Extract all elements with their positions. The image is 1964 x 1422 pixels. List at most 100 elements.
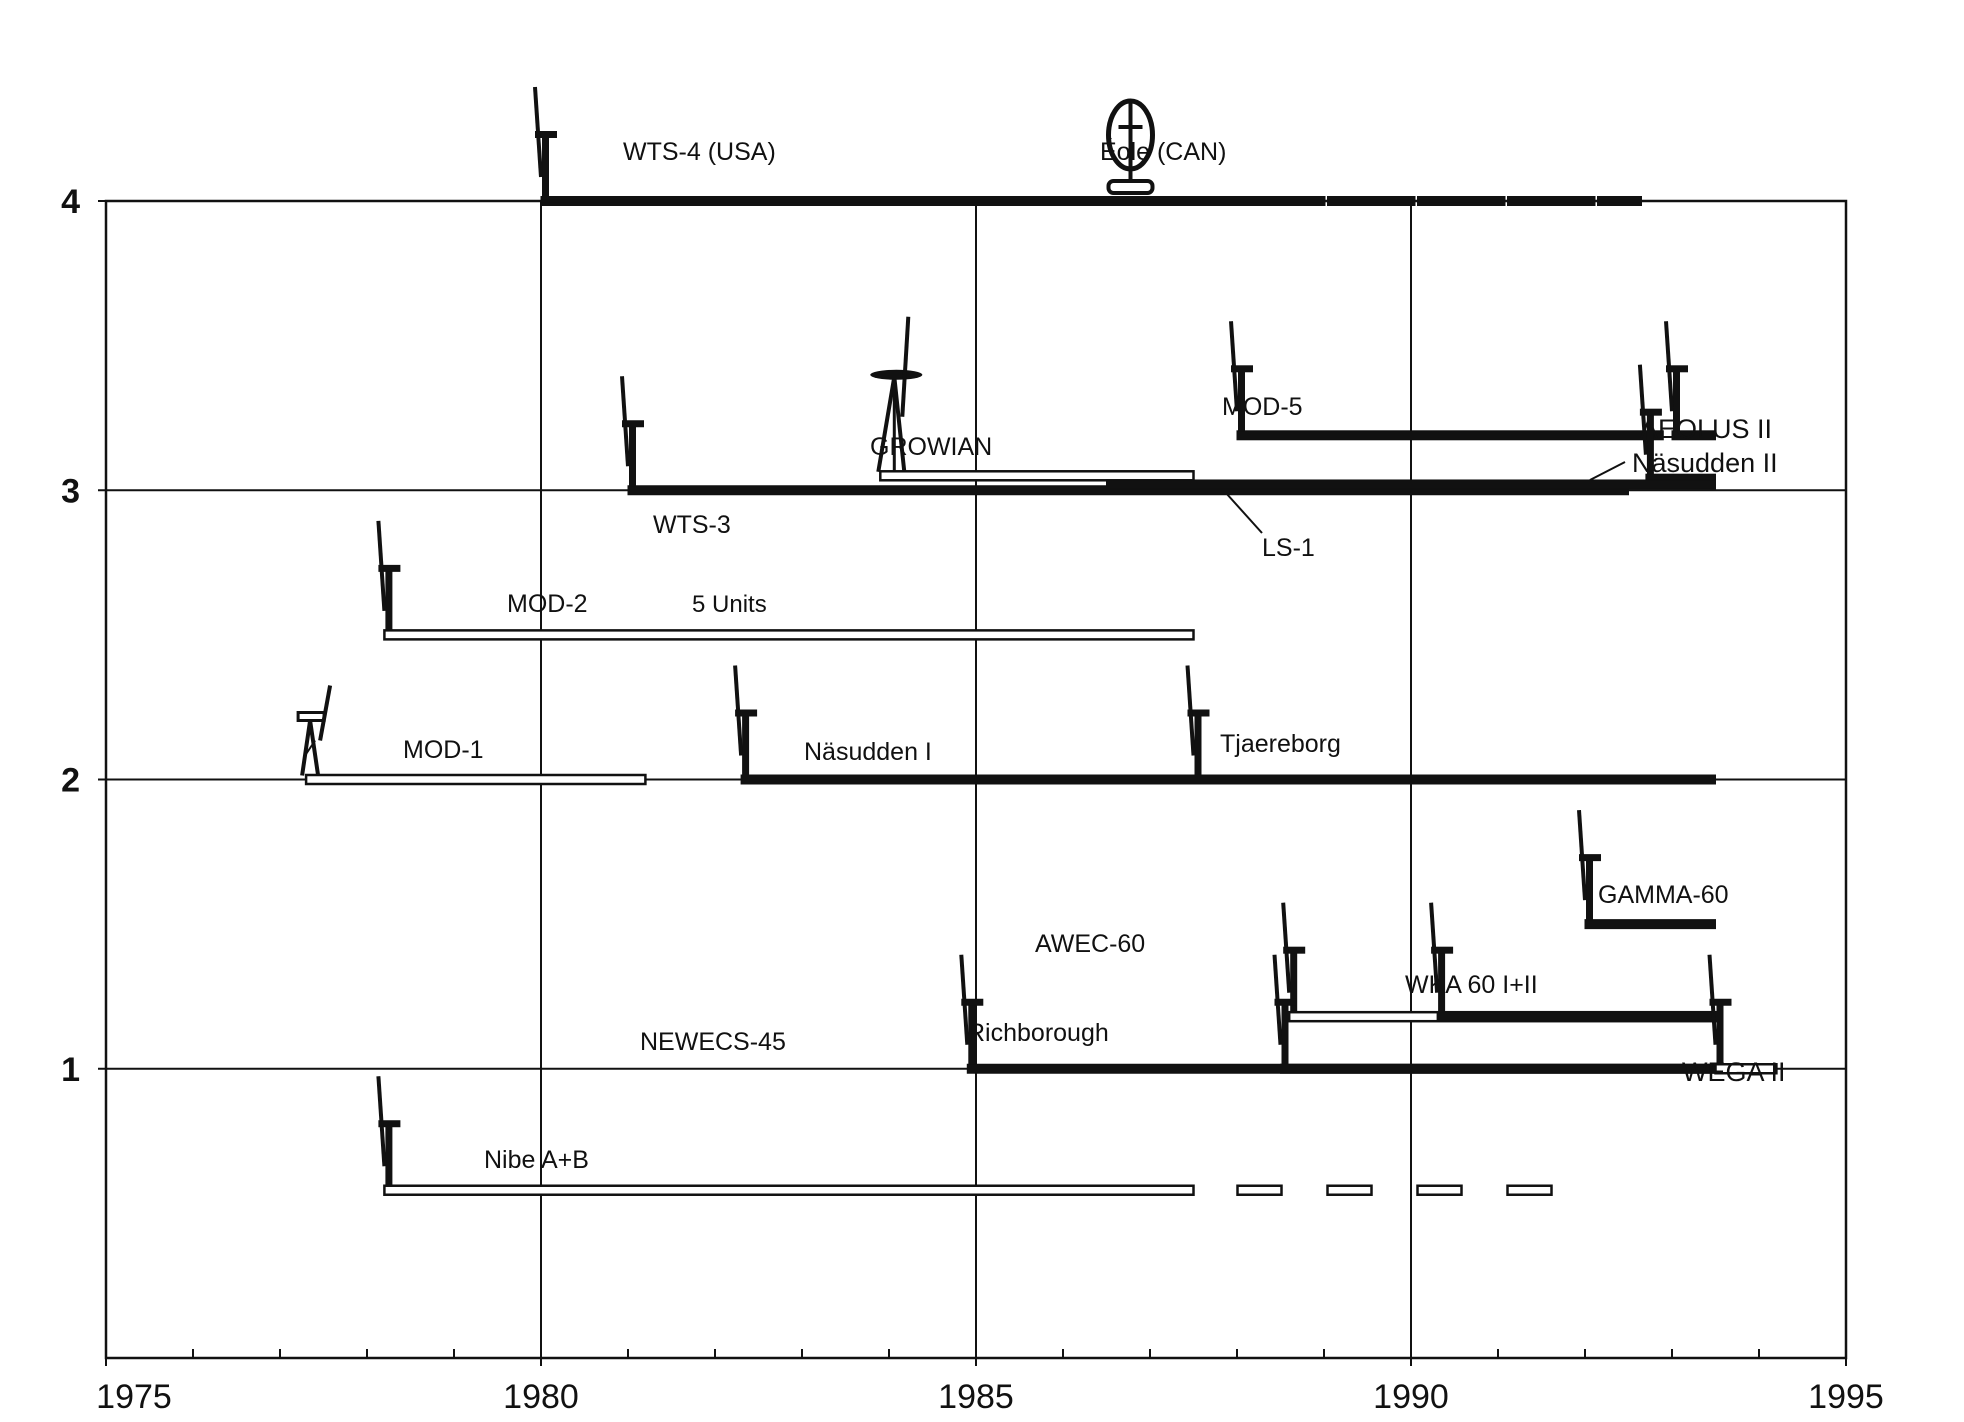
- turbine-wega-ii-hawt-turbine-icon-blade: [1707, 954, 1718, 1045]
- turbine-gamma-60-hawt-turbine-icon-blade: [1577, 809, 1587, 901]
- turbine-n-sudden-ii-hawt-turbine-icon: [1637, 364, 1662, 475]
- turbine-ls-1-bar: [1106, 479, 1716, 490]
- turbine-growian-growian-turbine-icon: [870, 316, 923, 473]
- turbine-label-ole-can: Éole (CAN): [1100, 137, 1226, 166]
- turbine-awec-60-hawt-turbine-icon-tower: [1290, 952, 1298, 1013]
- turbine-richborough-hawt-turbine-icon-tower: [1281, 1004, 1289, 1065]
- turbine-mod-1-lattice-tower-turbine-icon-brace: [304, 739, 316, 757]
- turbine-awec-60-hawt-turbine-icon-blade: [1281, 902, 1292, 993]
- turbine-newecs-45-hawt-turbine-icon: [959, 954, 984, 1065]
- turbine-nibe-a-b-hawt-turbine-icon-tower: [385, 1126, 393, 1187]
- turbine-label-wega-ii: WEGA II: [1682, 1057, 1786, 1087]
- turbine-gamma-60-bar: [1584, 919, 1716, 930]
- turbine-mod-5-bar: [1236, 430, 1664, 441]
- turbine-nibe-a-b-bar: [383, 1184, 1195, 1196]
- turbine-nibe-a-b-hawt-turbine-icon-nacelle: [378, 1120, 401, 1128]
- turbine-wka-60-i-ii-hawt-turbine-icon-nacelle: [1431, 946, 1454, 954]
- turbine-tjaereborg-hawt-turbine-icon-nacelle: [1187, 709, 1210, 717]
- x-tick-label-1985: 1985: [938, 1378, 1014, 1416]
- turbine-label-growian: GROWIAN: [870, 433, 992, 461]
- turbine-n-sudden-i-bar: [740, 774, 1194, 785]
- turbine-n-sudden-i-hawt-turbine-icon-tower: [742, 715, 750, 776]
- turbine-growian-growian-turbine-icon-nacelle: [870, 369, 923, 380]
- turbine-wka-60-i-ii-hawt-turbine-icon-blade: [1429, 902, 1440, 993]
- turbine-richborough-hawt-turbine-icon-nacelle: [1274, 998, 1297, 1006]
- turbine-awec-60-hawt-turbine-icon: [1281, 902, 1306, 1013]
- turbine-label-gamma-60: GAMMA-60: [1598, 881, 1729, 909]
- turbine-mod-5-hawt-turbine-icon: [1229, 321, 1253, 432]
- turbine-n-sudden-i-hawt-turbine-icon: [733, 665, 758, 776]
- x-tick-label-1975: 1975: [96, 1378, 172, 1416]
- turbine-newecs-45-hawt-turbine-icon-tower: [968, 1004, 976, 1065]
- turbine-wts-4-usa-hawt-turbine-icon-blade: [533, 86, 543, 178]
- turbine-label-mod-1: MOD-1: [403, 736, 484, 764]
- turbine-n-sudden-ii-hawt-turbine-icon-blade: [1637, 364, 1648, 455]
- turbine-label-newecs-45: NEWECS-45: [640, 1028, 786, 1056]
- turbine-gamma-60-hawt-turbine-icon-tower: [1586, 860, 1593, 921]
- turbine-mod-1-lattice-tower-turbine-icon: [296, 685, 333, 776]
- turbine-mod-5-hawt-turbine-icon-blade: [1229, 321, 1239, 412]
- turbine-label-wts-3: WTS-3: [653, 511, 731, 539]
- turbine-aeolus-ii-bar: [1671, 430, 1716, 441]
- turbine-nibe-a-b-hawt-turbine-icon: [376, 1076, 401, 1187]
- leader-line-nasudden-ii: [1589, 461, 1626, 481]
- turbine-richborough-hawt-turbine-icon: [1272, 954, 1297, 1065]
- turbine-awec-60-hawt-turbine-icon-nacelle: [1283, 946, 1306, 954]
- turbine-aeolus-ii-hawt-turbine-icon-nacelle: [1666, 365, 1688, 373]
- turbine-label-nibe-a-b: Nibe A+B: [484, 1146, 589, 1174]
- turbine-wts-4-usa-hawt-turbine-icon-tower: [542, 137, 549, 197]
- turbine-growian-growian-turbine-icon-blade: [900, 316, 911, 417]
- turbine-wts-3-hawt-turbine-icon: [620, 376, 644, 487]
- turbine-label-mod-2: MOD-2: [507, 590, 588, 618]
- turbine-tjaereborg-bar: [1193, 774, 1716, 785]
- turbine-mod-2-hawt-turbine-icon-blade: [376, 520, 387, 612]
- turbine-wka-60-i-ii-hawt-turbine-icon: [1429, 902, 1454, 1013]
- turbine-label-mod-5: MOD-5: [1222, 393, 1303, 421]
- turbine-mod-2-bar: [383, 629, 1195, 641]
- turbine-labels-layer: WTS-4 (USA)Éole (CAN)WTS-3GROWIANMOD-5AE…: [403, 137, 1786, 1174]
- turbine-icons-layer: [296, 86, 1732, 1187]
- turbine-wka-60-i-ii-bar: [1436, 1011, 1716, 1022]
- turbine-aeolus-ii-hawt-turbine-icon-blade: [1664, 321, 1674, 412]
- x-tick-label-1995: 1995: [1808, 1378, 1884, 1416]
- y-tick-label-3: 3: [61, 472, 80, 510]
- turbine-note-mod-2: 5 Units: [692, 591, 767, 618]
- turbine-mod-2-hawt-turbine-icon-nacelle: [378, 564, 401, 572]
- turbine-wts-4-usa-hawt-turbine-icon: [533, 86, 557, 197]
- y-tick-label-1: 1: [61, 1051, 80, 1089]
- turbine-wts-4-usa-hawt-turbine-icon-nacelle: [535, 131, 557, 138]
- x-tick-label-1990: 1990: [1373, 1378, 1449, 1416]
- turbine-wega-ii-bar: [1714, 1063, 1778, 1075]
- turbine-wts-3-hawt-turbine-icon-blade: [620, 376, 630, 467]
- turbine-wega-ii-hawt-turbine-icon-tower: [1716, 1004, 1724, 1065]
- y-tick-label-2: 2: [61, 762, 80, 800]
- turbine-tjaereborg-hawt-turbine-icon-blade: [1185, 665, 1196, 756]
- turbine-richborough-bar: [1280, 1063, 1716, 1074]
- turbine-mod-5-hawt-turbine-icon-tower: [1238, 371, 1245, 432]
- turbine-mod-1-bar: [304, 773, 647, 786]
- turbine-n-sudden-ii-hawt-turbine-icon-tower: [1646, 414, 1654, 475]
- turbine-ole-can-darrieus-vawt-icon: [1106, 98, 1155, 195]
- turbine-label-tjaereborg: Tjaereborg: [1220, 730, 1341, 758]
- turbine-mod-2-hawt-turbine-icon-tower: [385, 570, 393, 631]
- turbine-n-sudden-i-hawt-turbine-icon-nacelle: [735, 709, 758, 717]
- turbine-label-ls-1: LS-1: [1262, 534, 1315, 562]
- turbine-richborough-hawt-turbine-icon-blade: [1272, 954, 1283, 1045]
- turbine-wega-ii-hawt-turbine-icon-nacelle: [1709, 998, 1732, 1006]
- turbine-wts-3-hawt-turbine-icon-tower: [629, 426, 636, 487]
- turbine-label-wts-4-usa: WTS-4 (USA): [623, 138, 776, 166]
- turbine-n-sudden-i-hawt-turbine-icon-blade: [733, 665, 744, 756]
- turbine-nibe-a-b-continuation-dash-2: [1416, 1184, 1463, 1196]
- turbine-aeolus-ii-hawt-turbine-icon-tower: [1673, 371, 1680, 432]
- turbine-nibe-a-b-continuation-dash-1: [1326, 1184, 1373, 1196]
- turbine-nibe-a-b-hawt-turbine-icon-blade: [376, 1076, 387, 1167]
- turbine-tjaereborg-hawt-turbine-icon-tower: [1194, 715, 1202, 776]
- turbine-newecs-45-hawt-turbine-icon-blade: [959, 954, 970, 1045]
- turbine-wega-ii-hawt-turbine-icon: [1707, 954, 1732, 1065]
- turbine-gamma-60-hawt-turbine-icon-nacelle: [1579, 854, 1601, 862]
- turbine-aeolus-ii-hawt-turbine-icon: [1664, 321, 1688, 432]
- turbine-label-n-sudden-i: Näsudden I: [804, 738, 932, 766]
- turbine-ole-can-darrieus-vawt-icon-base: [1106, 179, 1155, 195]
- turbine-n-sudden-ii-hawt-turbine-icon-nacelle: [1639, 408, 1662, 416]
